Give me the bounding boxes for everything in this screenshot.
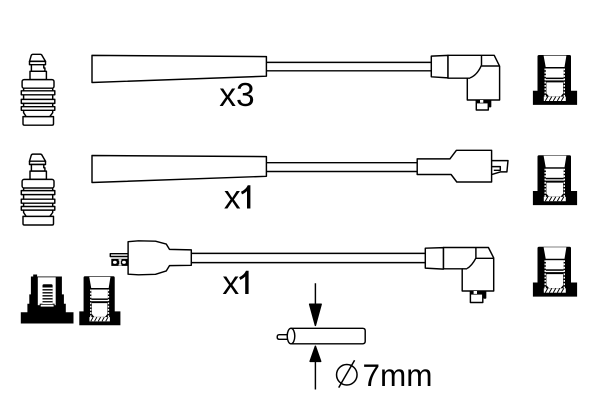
svg-text:x: x bbox=[224, 180, 241, 217]
svg-text:7mm: 7mm bbox=[363, 357, 433, 393]
svg-text:x3: x3 bbox=[219, 77, 254, 114]
svg-text:x: x bbox=[222, 265, 239, 302]
